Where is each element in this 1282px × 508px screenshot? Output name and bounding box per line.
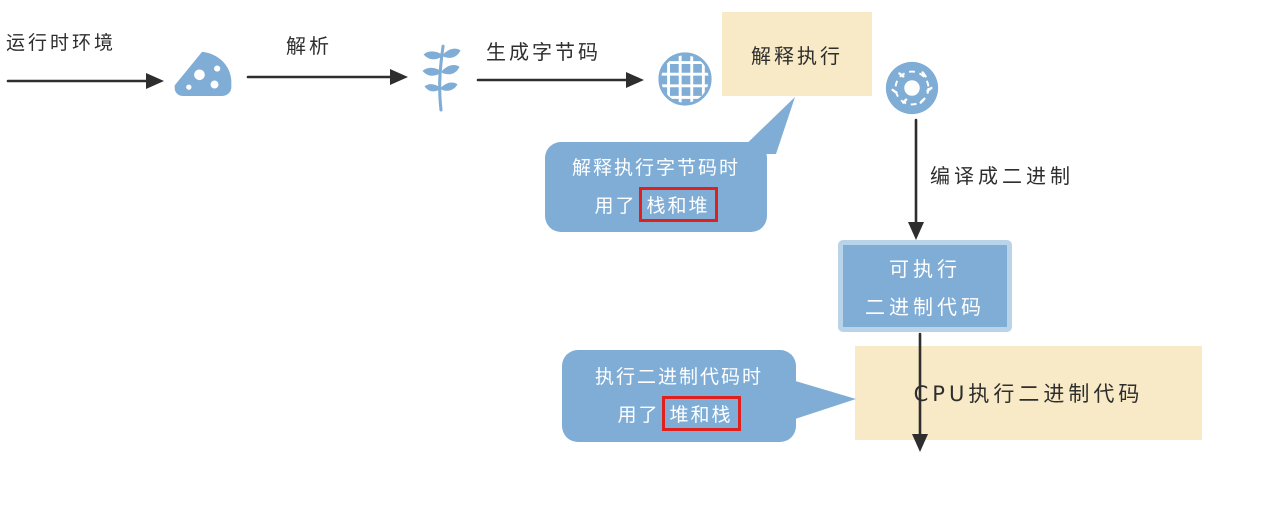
- arrow-parse: [246, 69, 408, 85]
- stack-heap-annotation: 栈和堆: [638, 186, 718, 222]
- execute-note-line1: 执行二进制代码时: [594, 365, 763, 388]
- cheese-icon: [172, 42, 234, 104]
- execute-note-bubble: 执行二进制代码时 用了堆和栈: [562, 350, 796, 442]
- interpret-note-bubble: 解释执行字节码时 用了栈和堆: [545, 142, 767, 232]
- interpret-step-box: 解释执行: [722, 12, 872, 96]
- sprout-icon: [416, 40, 466, 112]
- arrow-generate-bytecode: [476, 72, 644, 88]
- generate-bytecode-label: 生成字节码: [486, 40, 601, 64]
- arrow-runtime-to-cheese: [6, 73, 164, 89]
- donut-icon: [882, 58, 942, 118]
- executable-binary-line2: 二进制代码: [865, 294, 985, 319]
- interpret-note-line2: 用了栈和堆: [594, 186, 718, 222]
- runtime-env-label: 运行时环境: [6, 32, 117, 54]
- compile-to-binary-label: 编译成二进制: [930, 164, 1074, 188]
- interpret-step-label: 解释执行: [751, 43, 843, 68]
- heap-stack-annotation: 堆和栈: [661, 395, 741, 431]
- execute-note-line2: 用了堆和栈: [617, 395, 741, 431]
- interpret-note-line1: 解释执行字节码时: [571, 156, 740, 179]
- executable-binary-line1: 可执行: [889, 256, 961, 281]
- cpu-execute-label: CPU执行二进制代码: [913, 382, 1144, 406]
- interpret-note-prefix: 用了: [594, 194, 637, 217]
- executable-binary-box: 可执行 二进制代码: [838, 240, 1012, 332]
- bubble-tail-execute: [792, 380, 856, 420]
- execute-note-prefix: 用了: [617, 403, 660, 426]
- cpu-execute-box: CPU执行二进制代码: [855, 346, 1202, 440]
- arrow-compile-to-binary: [908, 118, 924, 240]
- waffle-icon: [656, 50, 714, 108]
- parse-label: 解析: [286, 34, 332, 58]
